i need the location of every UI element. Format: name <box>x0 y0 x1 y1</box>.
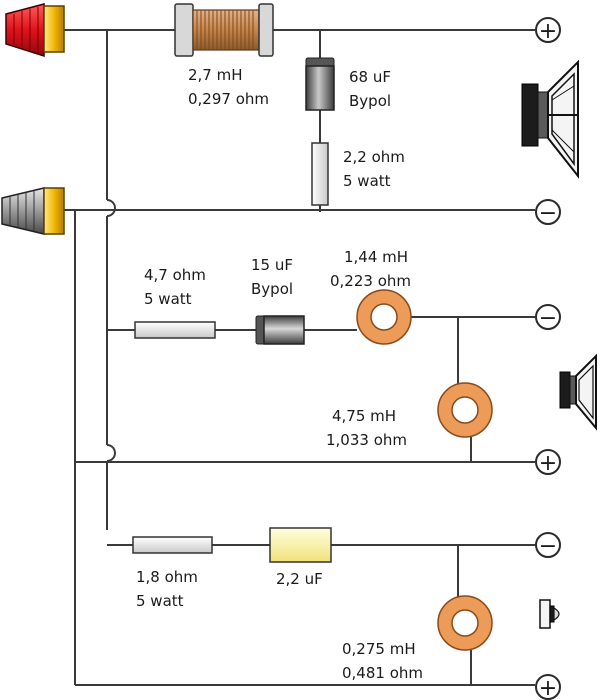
toroid-coil-1 <box>356 289 412 345</box>
coil-mid2-value: 4,75 mH <box>332 407 396 425</box>
power-resistor <box>311 142 329 206</box>
toroid-coil-2 <box>437 382 493 438</box>
tweeter-speaker-icon <box>539 599 560 629</box>
terminal-plus-woofer[interactable]: + <box>535 17 561 44</box>
svg-text:+: + <box>539 676 557 700</box>
terminal-minus-mid[interactable]: − <box>535 304 561 331</box>
res-top-power: 5 watt <box>343 172 391 190</box>
cap-hi-value: 2,2 uF <box>276 570 323 588</box>
coil-mid1-resistance: 0,223 ohm <box>330 272 411 290</box>
cap-top-type: Bypol <box>349 92 391 110</box>
cap-mid-type: Bypol <box>251 280 293 298</box>
terminal-plus-tweeter[interactable]: + <box>535 674 561 700</box>
woofer-speaker-icon <box>521 59 579 179</box>
cap-top-value: 68 uF <box>349 68 391 86</box>
coil-hi-value: 0,275 mH <box>342 640 416 658</box>
wiring <box>64 29 535 686</box>
coil-hi-resistance: 0,481 ohm <box>342 664 423 682</box>
coil-mid1-value: 1,44 mH <box>344 248 408 266</box>
res-mid-value: 4,7 ohm <box>144 266 206 284</box>
terminal-minus-woofer[interactable]: − <box>535 199 561 226</box>
res-hi-value: 1,8 ohm <box>136 568 198 586</box>
svg-text:+: + <box>539 451 557 476</box>
input-positive-connector[interactable] <box>5 3 65 58</box>
hi-resistor <box>132 536 213 554</box>
svg-text:−: − <box>539 201 557 226</box>
res-hi-power: 5 watt <box>136 592 184 610</box>
res-top-value: 2,2 ohm <box>343 148 405 166</box>
svg-text:−: − <box>539 534 557 559</box>
cap-mid-value: 15 uF <box>251 256 293 274</box>
mid-resistor <box>134 321 216 339</box>
terminal-plus-mid[interactable]: + <box>535 449 561 476</box>
toroid-coil-3 <box>437 595 493 651</box>
terminal-minus-tweeter[interactable]: − <box>535 532 561 559</box>
film-capacitor <box>269 527 332 563</box>
bipolar-electrolytic-capacitor <box>305 57 335 111</box>
coil-mid2-resistance: 1,033 ohm <box>326 431 407 449</box>
midrange-speaker-icon <box>559 353 597 431</box>
air-core-coil <box>174 3 274 57</box>
mid-capacitor <box>255 315 305 345</box>
coil-top-value: 2,7 mH <box>188 66 243 84</box>
input-negative-connector[interactable] <box>1 187 65 235</box>
coil-top-resistance: 0,297 ohm <box>188 90 269 108</box>
svg-text:−: − <box>539 306 557 331</box>
res-mid-power: 5 watt <box>144 290 192 308</box>
svg-text:+: + <box>539 19 557 44</box>
